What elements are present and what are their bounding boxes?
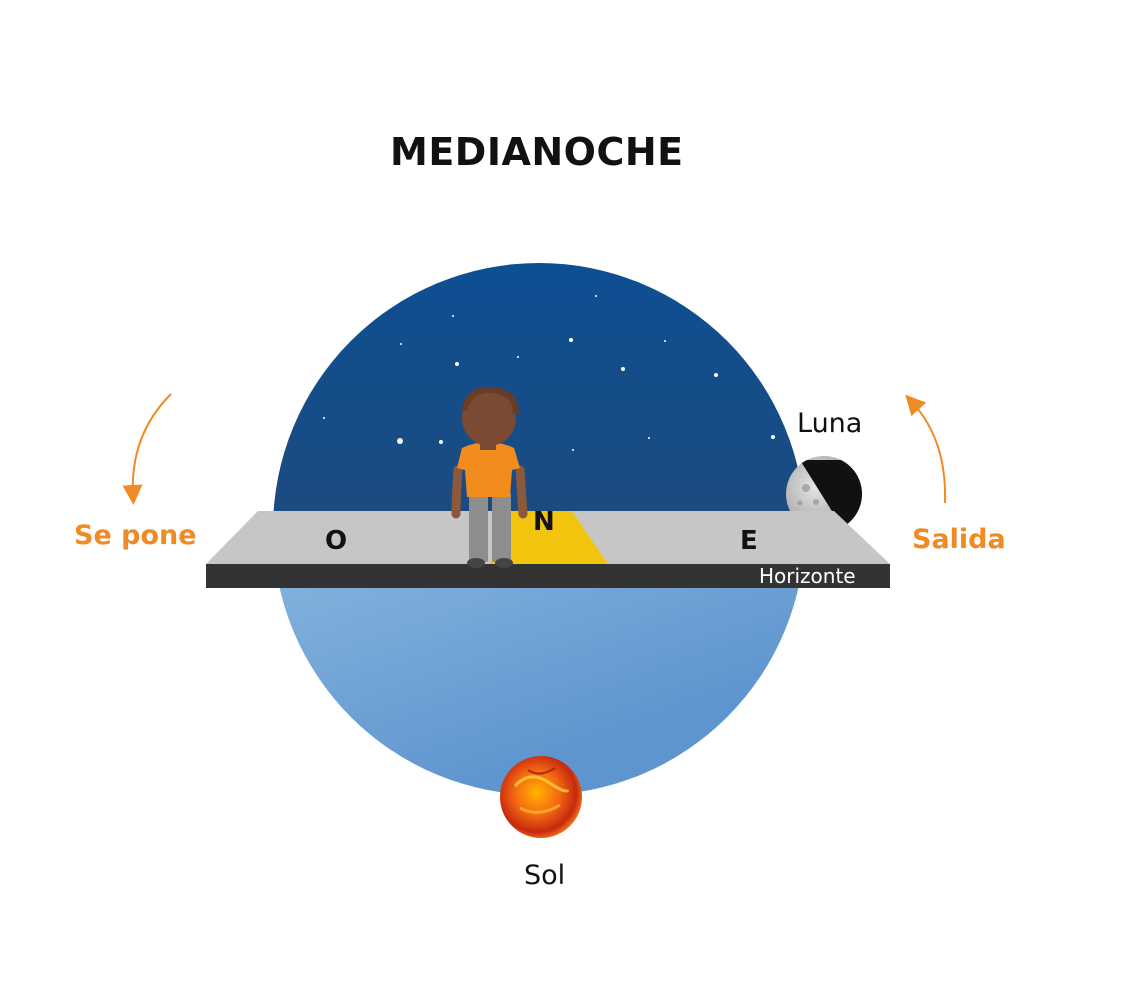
- horizon-band: [206, 564, 890, 588]
- horizon-label: Horizonte: [759, 564, 856, 588]
- star-icon: [569, 338, 573, 342]
- star-icon: [771, 435, 775, 439]
- rise-label: Salida: [912, 524, 1006, 555]
- sun-icon: [500, 756, 582, 838]
- star-icon: [621, 367, 625, 371]
- set-label: Se pone: [74, 520, 197, 551]
- curved-arrow-up-icon: [905, 394, 947, 504]
- diagram-title: MEDIANOCHE: [390, 130, 684, 174]
- direction-west: O: [325, 526, 348, 556]
- star-icon: [664, 340, 666, 342]
- observer-shadow: [490, 511, 608, 564]
- star-icon: [400, 343, 402, 345]
- observer-figure-icon: [451, 386, 528, 568]
- star-icon: [595, 295, 597, 297]
- star-icon: [714, 373, 718, 377]
- sun-label: Sol: [524, 860, 566, 891]
- direction-east: E: [740, 526, 758, 556]
- moon-label: Luna: [797, 408, 863, 439]
- curved-arrow-down-icon: [122, 393, 172, 505]
- star-icon: [397, 438, 403, 444]
- star-icon: [323, 417, 325, 419]
- star-icon: [517, 356, 519, 358]
- direction-north: N: [533, 507, 555, 537]
- star-icon: [572, 449, 574, 451]
- night-sky: [273, 263, 805, 525]
- underground-sky: [274, 560, 804, 795]
- star-icon: [648, 437, 650, 439]
- star-icon: [439, 440, 443, 444]
- stars: [323, 295, 775, 451]
- star-icon: [452, 315, 454, 317]
- star-icon: [455, 362, 459, 366]
